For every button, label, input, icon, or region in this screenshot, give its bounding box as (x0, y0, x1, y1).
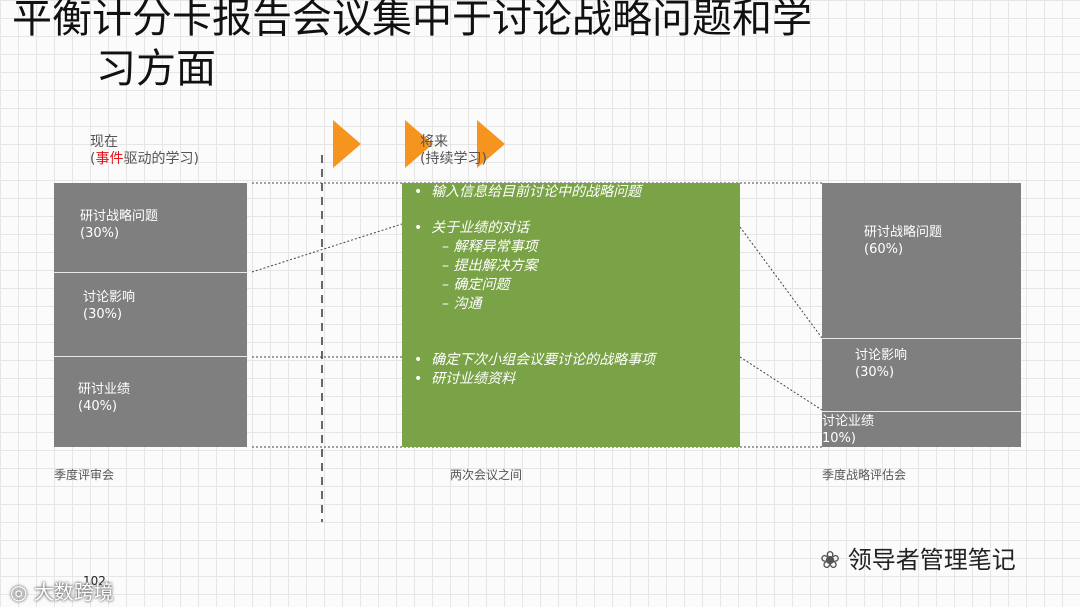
arrow-icon (477, 120, 505, 168)
bullet-item: • 研讨业绩资料 (414, 371, 516, 387)
sub-item: – 沟通 (442, 296, 482, 312)
current-subtitle: (事件驱动的学习) (90, 151, 199, 167)
bullet-item: • 关于业绩的对话 (414, 220, 530, 236)
target-caption: 季度战略评估会 (822, 468, 907, 482)
target-block-strategy: 研讨战略问题(60%) (864, 225, 943, 257)
future-caption: 两次会议之间 (450, 468, 523, 482)
sub-item: – 提出解决方案 (442, 258, 538, 274)
current-caption: 季度评审会 (54, 468, 115, 482)
watermark-left: ◎ 大数跨境 (10, 580, 114, 604)
current-title: 现在 (90, 134, 118, 150)
bullet-item: • 确定下次小组会议要讨论的战略事项 (414, 352, 656, 368)
slide-title: 平衡计分卡报告会议集中于讨论战略问题和学 习方面 (12, 0, 1022, 94)
logo-icon: ◎ (10, 580, 28, 604)
sub-item: – 确定问题 (442, 277, 510, 293)
arrow-icon (333, 120, 361, 168)
current-block-strategy: 研讨战略问题(30%) (80, 209, 159, 241)
future-activities: • 输入信息给目前讨论中的战略问题 • 关于业绩的对话 – 解释异常事项 – 提… (402, 183, 740, 447)
diagonal-line-left (251, 223, 403, 273)
diagonal-line-right-2 (739, 356, 823, 411)
target-block-impact: 讨论影响(30%) (822, 338, 1021, 411)
future-title: 将来 (420, 134, 448, 150)
current-block: 研讨战略问题(30%) 讨论影响(30%) 研讨业绩(40%) (54, 183, 247, 447)
sub-item: – 解释异常事项 (442, 239, 538, 255)
watermark-right: ❀ 领导者管理笔记 (820, 546, 1016, 574)
current-phase-label: 现在 (事件驱动的学习) (90, 134, 199, 168)
title-line-2: 习方面 (96, 46, 216, 92)
event-highlight: 事件 (95, 151, 124, 167)
wechat-icon: ❀ (820, 546, 841, 574)
title-line-1: 平衡计分卡报告会议集中于讨论战略问题和学 (12, 0, 812, 42)
diagonal-line-right-1 (739, 226, 823, 339)
arrow-icon (405, 120, 433, 168)
page-number: 102 (83, 574, 106, 588)
future-phase-label: 将来 (持续学习) (420, 134, 487, 168)
current-block-performance: 研讨业绩(40%) (54, 356, 247, 447)
bullet-item: • 输入信息给目前讨论中的战略问题 (414, 184, 642, 200)
current-block-impact: 讨论影响(30%) (54, 272, 247, 356)
future-subtitle: (持续学习) (420, 151, 487, 167)
